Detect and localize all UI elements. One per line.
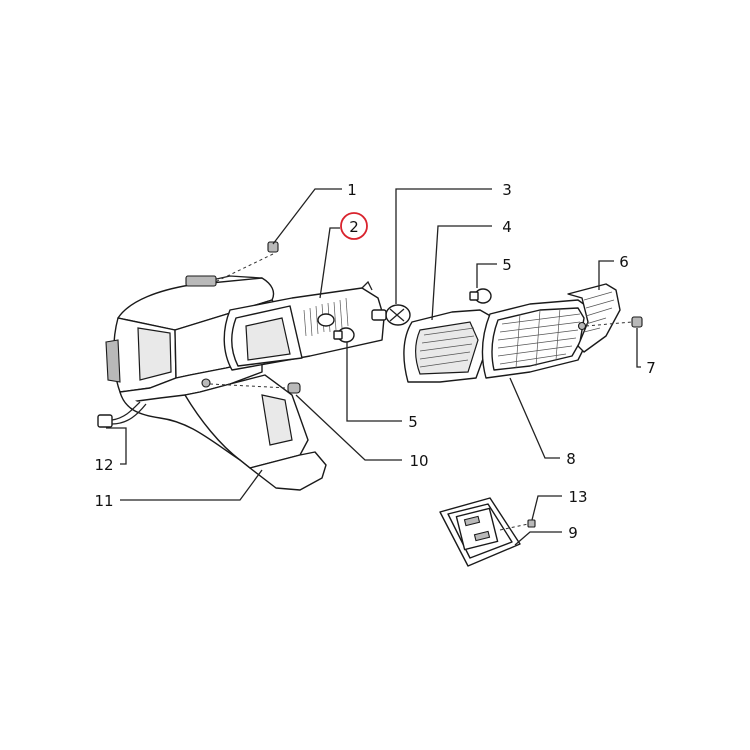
screw-part-10 [201,378,301,394]
callout-8: 8 [566,450,576,468]
callout-7: 7 [646,359,656,377]
callout-10: 10 [409,452,428,470]
screw-part-7 [577,316,643,331]
callout-5-right: 5 [502,256,512,274]
screw-part-1 [214,241,279,283]
bulb-part-5-right [469,288,492,304]
reflector-part-6 [567,283,621,353]
callout-6: 6 [619,253,629,271]
callout-12: 12 [94,456,113,474]
callout-9: 9 [568,524,578,542]
lens-part-8 [481,299,593,379]
callout-3: 3 [502,181,512,199]
bulb-part-3 [371,304,411,326]
callout-13: 13 [568,488,587,506]
callout-2: 2 [349,218,359,236]
callout-5-left: 5 [408,413,418,431]
highlight-circle [340,212,368,240]
callout-4: 4 [502,218,512,236]
callout-labels: 1 2 3 4 5 5 6 7 8 9 10 11 12 13 [94,181,655,542]
screw-part-13 [499,519,536,531]
leader-lines [106,188,641,546]
connector-part-12 [97,401,147,428]
lamp-lens-part-2 [223,280,385,371]
plate-light-part-9 [439,497,521,567]
callout-11: 11 [94,492,113,510]
bulb-part-5-left [333,327,355,343]
callout-1: 1 [347,181,357,199]
lens-part-4 [403,309,495,383]
